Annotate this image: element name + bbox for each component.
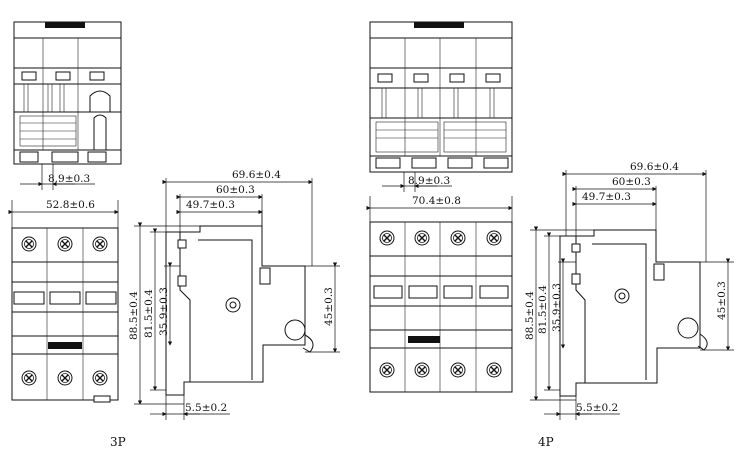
4p-top-view: 8.9±0.3 (369, 21, 513, 192)
3p-height-right-dim: 45±0.3 (323, 287, 335, 326)
4p-front-view: 70.4±0.8 (366, 195, 513, 393)
3p-front-view: 52.8±0.6 (8, 199, 119, 403)
3p-side-view: 69.6±0.4 60±0.3 49.7±0.3 88.5±0.4 81.5±0… (128, 169, 340, 420)
caption-3p: 3P (110, 435, 126, 449)
3p-depth-front-dim: 49.7±0.3 (186, 199, 235, 211)
4p-pitch-dim: 8.9±0.3 (408, 175, 450, 187)
4p-front-width-dim: 70.4±0.8 (412, 195, 461, 207)
4p-rail-offset-dim: 5.5±0.2 (576, 402, 618, 414)
4p-height-total-dim: 88.5±0.4 (524, 291, 536, 340)
3p-rail-offset-dim: 5.5±0.2 (185, 402, 227, 414)
4p-depth-mid-dim: 60±0.3 (612, 176, 651, 188)
4p-height-right-dim: 45±0.3 (716, 281, 728, 320)
4p-depth-front-dim: 49.7±0.3 (582, 191, 631, 203)
3p-top-view: 8.9±0.3 (13, 21, 122, 190)
3p-height-body-dim: 81.5±0.4 (143, 289, 155, 338)
3p-height-total-dim: 88.5±0.4 (128, 291, 140, 340)
3p-height-shoulder-dim: 35.9±0.3 (158, 287, 170, 336)
3p-depth-total-dim: 69.6±0.4 (232, 169, 281, 181)
4p-height-shoulder-dim: 35.9±0.3 (551, 283, 563, 332)
4p-side-view: 69.6±0.4 60±0.3 49.7±0.3 88.5±0.4 81.5±0… (524, 161, 734, 420)
3p-pitch-dim: 8.9±0.3 (48, 173, 90, 185)
3p-front-width-dim: 52.8±0.6 (46, 199, 95, 211)
4p-depth-total-dim: 69.6±0.4 (630, 161, 679, 173)
4p-height-body-dim: 81.5±0.4 (537, 285, 549, 334)
caption-4p: 4P (538, 435, 554, 449)
3p-depth-mid-dim: 60±0.3 (216, 184, 255, 196)
